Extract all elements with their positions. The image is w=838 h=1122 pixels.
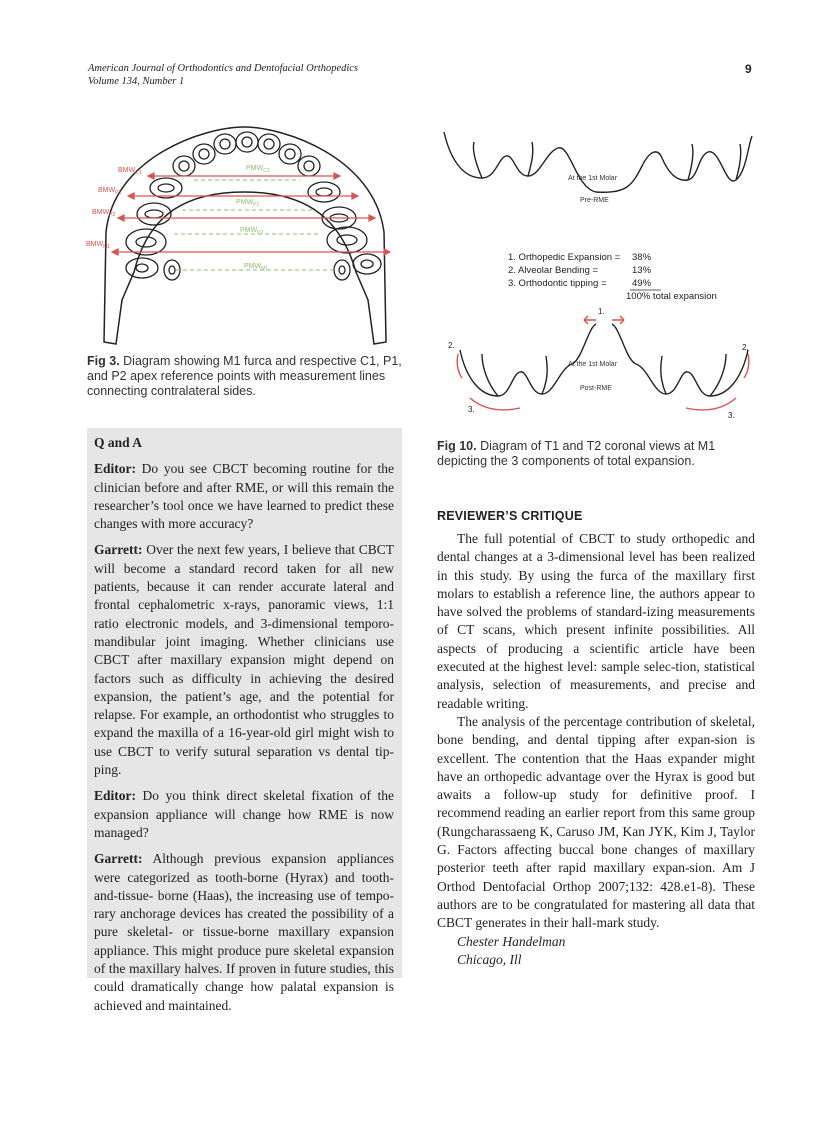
critique-paragraph: The analysis of the percentage contribut… — [437, 713, 755, 931]
fig10-panel-labels: At the 1st Molar Pre-RME At the 1st Mola… — [568, 175, 618, 392]
fig10-caption-label: Fig 10. — [437, 439, 477, 453]
fig3-dental-arch-diagram: BMWC1 BMWP1 BMWP2 BMWM1 PMWC1 PMWP1 PMWP… — [86, 126, 392, 345]
list-item-1-value: 38% — [632, 252, 652, 263]
list-item-2-value: 13% — [632, 265, 652, 276]
qa-box: Q and A Editor: Do you see CBCT becoming… — [87, 428, 402, 1013]
bmw-lines — [110, 172, 392, 256]
post-sub: Post-RME — [580, 385, 612, 392]
pre-title: At the 1st Molar — [568, 175, 618, 182]
fig3-caption-label: Fig 3. — [87, 354, 120, 368]
label-pmw-c1: PMWC1 — [246, 165, 270, 174]
list-item-2-label: 2. Alveolar Bending = — [508, 265, 599, 276]
post-rme-outline — [459, 323, 749, 397]
pre-sub: Pre-RME — [580, 197, 609, 204]
list-item-3-label: 3. Orthodontic tipping = — [508, 278, 607, 289]
signature-place: Chicago, Ill — [457, 951, 522, 967]
journal-volume: Volume 134, Number 1 — [88, 76, 185, 87]
qa-item: Editor: Do you see CBCT becoming routine… — [94, 460, 394, 533]
qa-text: Do you think direct skeletal fixation of… — [94, 788, 394, 840]
qa-item: Garrett: Over the next few years, I beli… — [94, 541, 394, 779]
post-title: At the 1st Molar — [568, 361, 618, 368]
journal-title: American Journal of Orthodontics and Den… — [88, 63, 359, 74]
label-pmw-m1: PMWM1 — [244, 263, 268, 272]
list-item-3-value: 49% — [632, 278, 652, 289]
qa-speaker: Editor: — [94, 461, 136, 477]
label-bmw-p2: BMWP2 — [92, 209, 115, 218]
label-bmw-p1: BMWP1 — [98, 187, 121, 196]
qa-speaker: Garrett: — [94, 542, 143, 558]
marker-1: 1. — [598, 307, 605, 316]
label-pmw-p2: PMWP2 — [240, 227, 263, 236]
qa-speaker: Editor: — [94, 788, 136, 804]
marker-2-left: 2. — [448, 341, 455, 350]
fig10-coronal-diagram: At the 1st Molar Pre-RME At the 1st Mola… — [443, 131, 753, 420]
qa-title: Q and A — [94, 435, 143, 450]
page-number: 9 — [745, 62, 752, 76]
signature-name: Chester Handelman — [457, 933, 566, 949]
pmw-lines — [174, 179, 334, 271]
fig3-labels: BMWC1 BMWP1 BMWP2 BMWM1 — [86, 167, 142, 250]
critique-body: The full potential of CBCT to study orth… — [437, 530, 755, 969]
qa-item: Garrett: Although previous expansion app… — [94, 850, 394, 1015]
qa-speaker: Garrett: — [94, 851, 143, 867]
pre-rme-outline — [443, 131, 753, 193]
marker-2-right: 2. — [742, 343, 749, 352]
critique-paragraph: The full potential of CBCT to study orth… — [437, 531, 755, 711]
label-pmw-p1: PMWP1 — [236, 199, 259, 208]
fig10-caption: Fig 10. Diagram of T1 and T2 coronal vie… — [437, 439, 757, 469]
critique-heading: REVIEWER’S CRITIQUE — [437, 509, 583, 523]
fig3-pmw-labels: PMWC1 PMWP1 PMWP2 PMWM1 — [236, 165, 270, 272]
fig10-caption-text: Diagram of T1 and T2 coronal views at M1… — [437, 439, 716, 468]
label-bmw-c1: BMWC1 — [118, 167, 142, 176]
marker-3-right: 3. — [728, 411, 735, 420]
teeth — [125, 131, 382, 281]
fig10-list: 1. Orthopedic Expansion = 38% 2. Alveola… — [508, 252, 717, 302]
total-expansion: 100% total expansion — [626, 291, 717, 302]
fig10-markers: 1. 2. 2. 3. 3. — [448, 307, 749, 420]
running-header: American Journal of Orthodontics and Den… — [88, 62, 358, 88]
marker-3-left: 3. — [468, 405, 475, 414]
label-bmw-m1: BMWM1 — [86, 241, 110, 250]
qa-text: Do you see CBCT becoming routine for the… — [94, 461, 395, 532]
qa-text: Over the next few years, I believe that … — [94, 542, 394, 778]
qa-text: Although previous expansion appliances w… — [94, 851, 394, 1013]
fig3-caption: Fig 3. Diagram showing M1 furca and resp… — [87, 354, 407, 399]
qa-item: Editor: Do you think direct skeletal fix… — [94, 787, 394, 842]
list-item-1-label: 1. Orthopedic Expansion = — [508, 252, 621, 263]
fig3-caption-text: Diagram showing M1 furca and respective … — [87, 354, 402, 398]
fig10-arrows — [456, 315, 750, 411]
arch-outline — [103, 126, 387, 345]
